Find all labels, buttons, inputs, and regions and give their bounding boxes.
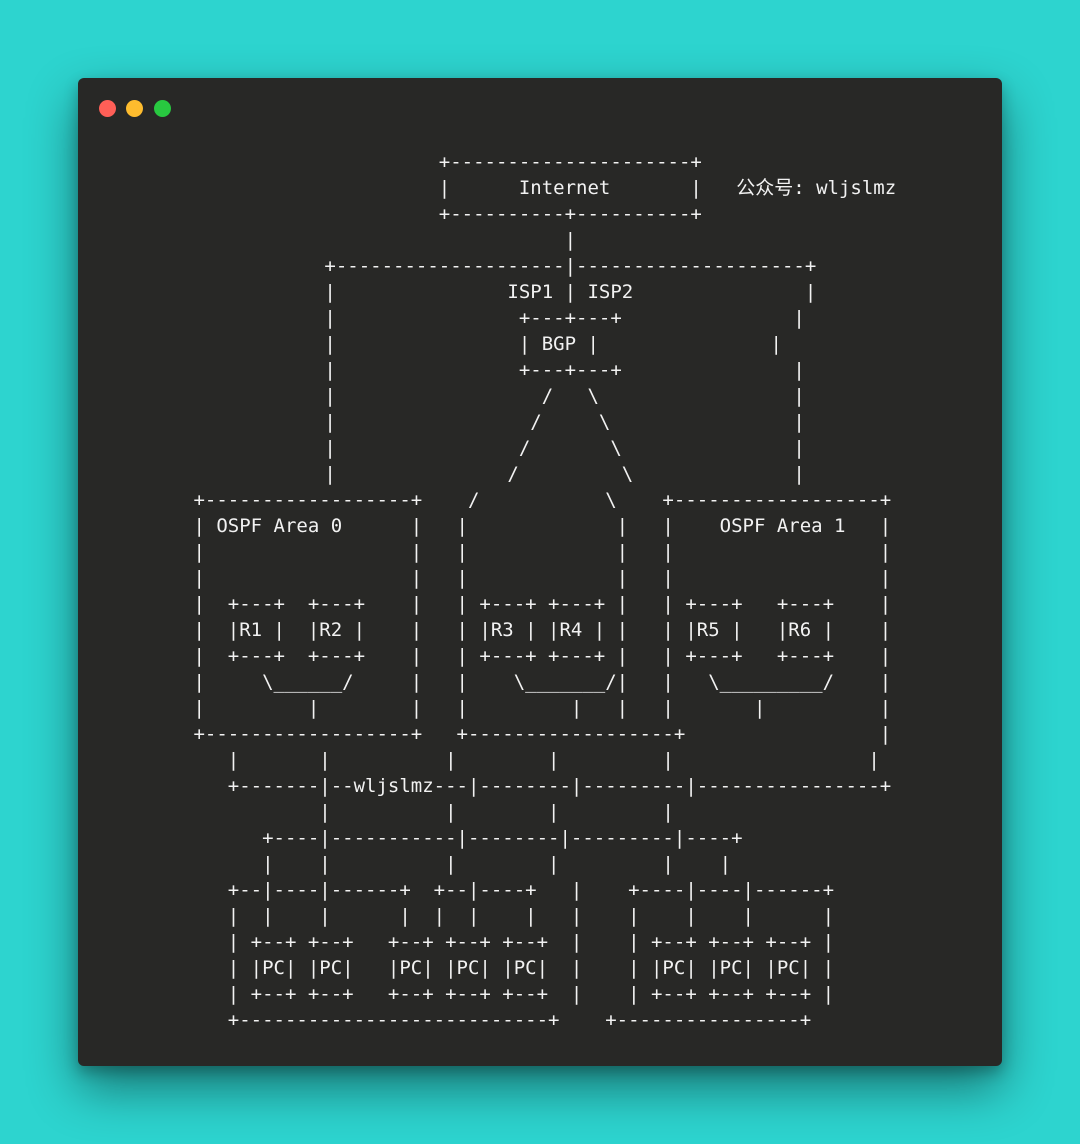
minimize-window-icon[interactable] bbox=[126, 100, 143, 117]
diagram-line: | ISP1 | ISP2 | bbox=[210, 281, 817, 303]
diagram-line: | +---+---+ | bbox=[210, 307, 805, 329]
diagram-line: | | | | | | | | | | | | bbox=[182, 905, 835, 927]
diagram-line: | | | | | | | | | bbox=[182, 697, 892, 719]
diagram-line: | / \ | bbox=[210, 385, 805, 407]
diagram-line: +-------|--wljslmz---|--------|---------… bbox=[182, 775, 892, 797]
diagram-line: | | | | bbox=[182, 801, 674, 823]
diagram-line: | / \ | bbox=[210, 437, 805, 459]
diagram-line: | +---+ +---+ | | +---+ +---+ | | +---+ … bbox=[182, 593, 892, 615]
maximize-window-icon[interactable] bbox=[154, 100, 171, 117]
diagram-line: | +--+ +--+ +--+ +--+ +--+ | | +--+ +--+… bbox=[182, 983, 835, 1005]
diagram-line: +--------------------|------------------… bbox=[210, 255, 817, 277]
diagram-line: +----|-----------|--------|---------|---… bbox=[182, 827, 743, 849]
diagram-line: +---------------------+ bbox=[210, 151, 702, 173]
diagram-line: | \______/ | | \_______/| | \_________/ … bbox=[182, 671, 892, 693]
diagram-line: | | | | | | bbox=[182, 541, 892, 563]
diagram-line: | +--+ +--+ +--+ +--+ +--+ | | +--+ +--+… bbox=[182, 931, 835, 953]
close-window-icon[interactable] bbox=[99, 100, 116, 117]
diagram-line: | Internet | 公众号: wljslmz bbox=[210, 177, 897, 199]
diagram-line: +------------------+ / \ +--------------… bbox=[182, 489, 892, 511]
diagram-line: +---------------------------+ +---------… bbox=[182, 1009, 812, 1031]
diagram-line: | | | | | | bbox=[182, 567, 892, 589]
diagram-line: +--|----|------+ +--|----+ | +----|----|… bbox=[182, 879, 835, 901]
diagram-line: | +---+ +---+ | | +---+ +---+ | | +---+ … bbox=[182, 645, 892, 667]
diagram-line: | |PC| |PC| |PC| |PC| |PC| | | |PC| |PC|… bbox=[182, 957, 835, 979]
diagram-line: | OSPF Area 0 | | | | OSPF Area 1 | bbox=[182, 515, 892, 537]
diagram-line: | / \ | bbox=[210, 411, 805, 433]
diagram-line: | |R1 | |R2 | | | |R3 | |R4 | | | |R5 | … bbox=[182, 619, 892, 641]
diagram-line: +------------------+ +------------------… bbox=[182, 723, 892, 745]
diagram-line: +----------+----------+ bbox=[210, 203, 702, 225]
diagram-line: | | | | | | bbox=[182, 749, 880, 771]
diagram-line: | | BGP | | bbox=[210, 333, 782, 355]
terminal-window: +---------------------+ | Internet | 公众号… bbox=[78, 78, 1002, 1066]
diagram-line: | | | | | | bbox=[182, 853, 732, 875]
diagram-line: | bbox=[210, 229, 577, 251]
diagram-line: | +---+---+ | bbox=[210, 359, 805, 381]
network-topology-ascii-diagram: +---------------------+ | Internet | 公众号… bbox=[78, 149, 1002, 1049]
diagram-line: | / \ | bbox=[210, 463, 805, 485]
